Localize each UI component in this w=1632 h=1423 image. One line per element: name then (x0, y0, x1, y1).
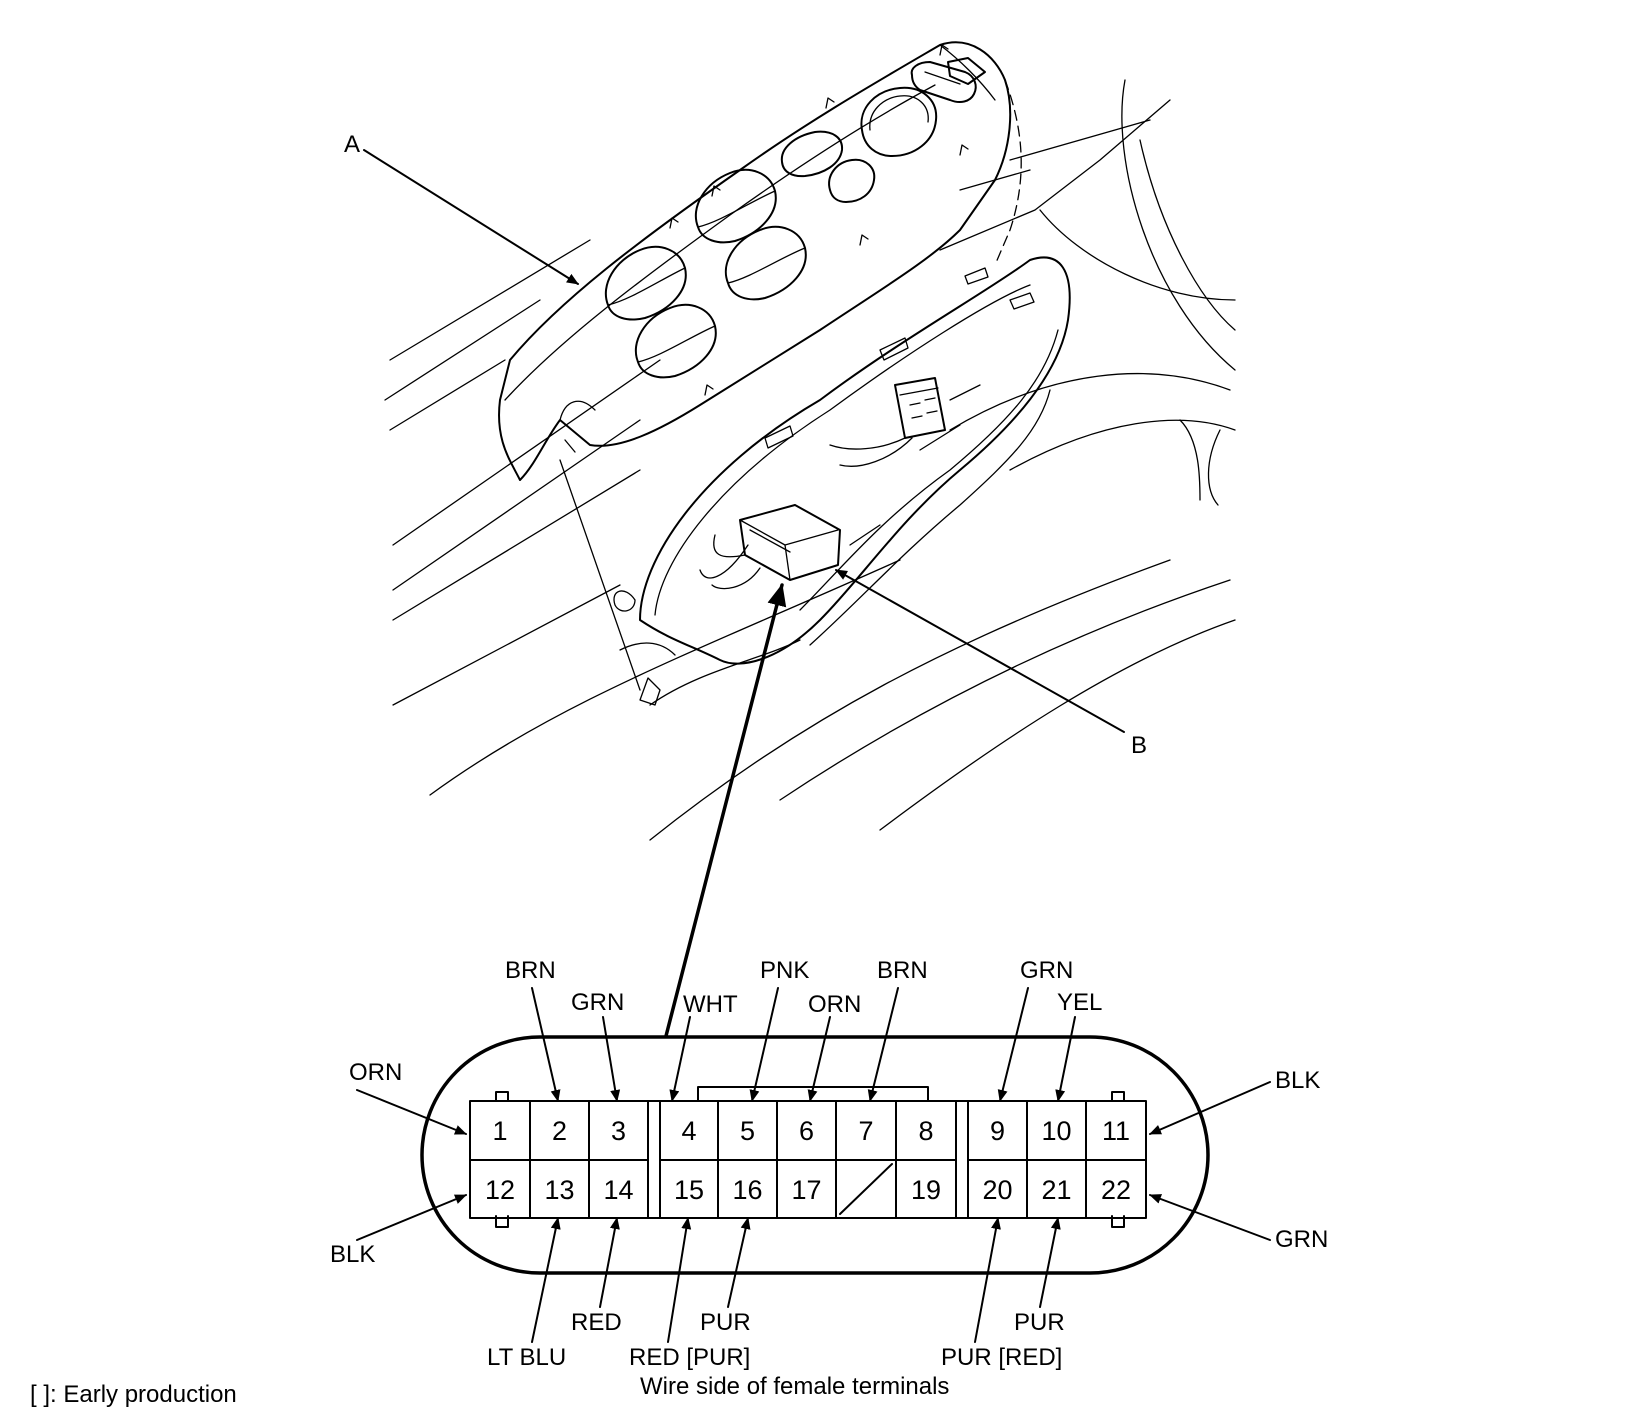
pin-number-10: 10 (1041, 1116, 1071, 1146)
cavity-22 (1085, 1159, 1147, 1219)
wire-label-pin10: YEL (1057, 989, 1102, 1016)
leader-pin11 (1149, 1081, 1271, 1135)
wire-label-pin2: BRN (505, 957, 556, 984)
leader-pin14 (599, 1217, 620, 1308)
pin-number-5: 5 (740, 1116, 755, 1146)
pin-number-3: 3 (611, 1116, 626, 1146)
group-separator (647, 1100, 661, 1219)
leader-pin16 (727, 1217, 751, 1308)
callout-b-label: B (1131, 732, 1147, 759)
pin-number-15: 15 (674, 1175, 704, 1205)
wire-label-pin12: BLK (330, 1241, 375, 1268)
leader-pin13 (531, 1217, 561, 1343)
wire-label-pin3: GRN (571, 989, 624, 1016)
pin-number-2: 2 (552, 1116, 567, 1146)
footnote: [ ]: Early production (30, 1381, 237, 1408)
pin-number-22: 22 (1101, 1175, 1131, 1205)
wire-label-pin16: PUR (700, 1309, 751, 1336)
pin-number-19: 19 (911, 1175, 941, 1205)
leader-pin20 (974, 1217, 1001, 1343)
wire-label-pin6: ORN (808, 991, 861, 1018)
wire-label-pin9: GRN (1020, 957, 1073, 984)
leader-pin3 (602, 1016, 621, 1102)
leader-pin12 (356, 1194, 467, 1241)
leader-pin1 (356, 1089, 467, 1135)
wire-label-pin21: PUR (1014, 1309, 1065, 1336)
pin-number-20: 20 (982, 1175, 1012, 1205)
pin-number-1: 1 (492, 1116, 507, 1146)
wire-label-pin5: PNK (760, 957, 809, 984)
leader-pin21 (1039, 1217, 1061, 1308)
pin-number-11: 11 (1102, 1116, 1130, 1146)
caption: Wire side of female terminals (640, 1373, 949, 1400)
wire-label-pin15: RED [PUR] (629, 1344, 750, 1371)
door-illustration (384, 41, 1236, 841)
wire-label-pin22: GRN (1275, 1226, 1328, 1253)
leader-pin4 (669, 1016, 691, 1102)
callout-b-leader (835, 569, 1125, 733)
wire-label-pin1: ORN (349, 1059, 402, 1086)
callout-a-leader (363, 149, 579, 285)
pin-number-9: 9 (990, 1116, 1005, 1146)
unused-cavity-slash (839, 1163, 893, 1215)
pin-number-21: 21 (1041, 1175, 1071, 1205)
pin-number-14: 14 (603, 1175, 633, 1205)
pin-number-16: 16 (732, 1175, 762, 1205)
wire-label-pin13: LT BLU (487, 1344, 566, 1371)
leader-pin7 (867, 987, 899, 1102)
pin-number-7: 7 (858, 1116, 873, 1146)
leader-pin5 (749, 987, 779, 1102)
wire-label-pin20: PUR [RED] (941, 1344, 1062, 1371)
pin-number-4: 4 (681, 1116, 696, 1146)
pin-number-17: 17 (791, 1175, 821, 1205)
pin-number-13: 13 (544, 1175, 574, 1205)
leader-pin22 (1149, 1194, 1271, 1241)
pin-number-6: 6 (799, 1116, 814, 1146)
leader-pin6 (807, 1016, 831, 1102)
group-separator (955, 1100, 969, 1219)
wire-label-pin11: BLK (1275, 1067, 1320, 1094)
view-arrow (664, 583, 787, 1038)
leader-pin15 (667, 1217, 692, 1343)
callout-a-label: A (344, 131, 360, 158)
wire-label-pin7: BRN (877, 957, 928, 984)
leader-pin10 (1055, 1016, 1076, 1102)
leader-pin9 (997, 987, 1029, 1102)
leader-pin2 (531, 987, 561, 1102)
pin-number-8: 8 (918, 1116, 933, 1146)
wire-label-pin4: WHT (683, 991, 738, 1018)
wire-label-pin14: RED (571, 1309, 622, 1336)
pin-number-12: 12 (485, 1175, 515, 1205)
